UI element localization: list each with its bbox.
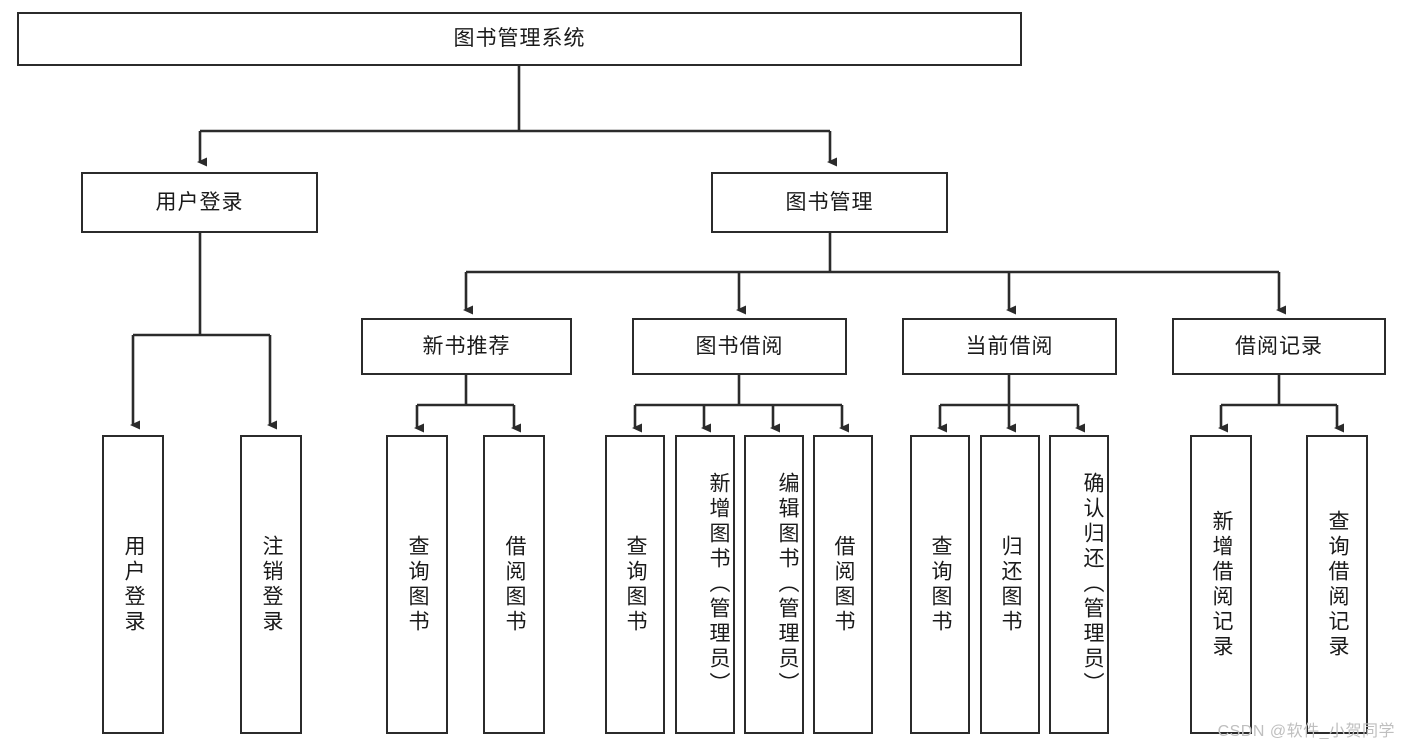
node-new-book-recommend-label: 新书推荐: [422, 334, 511, 358]
node-new-book-recommend[interactable]: 新书推荐: [361, 318, 572, 375]
node-leaf-return-book[interactable]: 归还图书: [980, 435, 1040, 734]
node-book-borrow[interactable]: 图书借阅: [632, 318, 847, 375]
node-leaf-query-book-3[interactable]: 查询图书: [910, 435, 970, 734]
node-leaf-query-book-2-label: 查询图书: [624, 534, 647, 635]
node-leaf-add-book[interactable]: 新增图书（管理员）: [675, 435, 735, 734]
node-leaf-edit-book-label: 编辑图书（管理员）: [776, 472, 799, 697]
node-leaf-confirm-return-label: 确认归还（管理员）: [1081, 472, 1104, 697]
node-leaf-user-login[interactable]: 用户登录: [102, 435, 164, 734]
node-leaf-query-record-label: 查询借阅记录: [1326, 509, 1349, 660]
node-leaf-confirm-return[interactable]: 确认归还（管理员）: [1049, 435, 1109, 734]
node-book-management[interactable]: 图书管理: [711, 172, 948, 233]
node-leaf-return-book-label: 归还图书: [999, 534, 1022, 635]
node-current-borrow[interactable]: 当前借阅: [902, 318, 1117, 375]
node-leaf-borrow-book-2[interactable]: 借阅图书: [813, 435, 873, 734]
node-current-borrow-label: 当前借阅: [965, 334, 1054, 358]
watermark: CSDN @软件_小贺同学: [1217, 723, 1395, 740]
node-leaf-borrow-book-2-label: 借阅图书: [832, 534, 855, 635]
node-book-management-label: 图书管理: [785, 190, 874, 214]
node-borrow-record-label: 借阅记录: [1235, 334, 1323, 358]
node-leaf-query-book-2[interactable]: 查询图书: [605, 435, 665, 734]
node-leaf-edit-book[interactable]: 编辑图书（管理员）: [744, 435, 804, 734]
node-leaf-add-book-label: 新增图书（管理员）: [707, 472, 730, 697]
node-root[interactable]: 图书管理系统: [17, 12, 1022, 66]
node-leaf-add-record[interactable]: 新增借阅记录: [1190, 435, 1252, 734]
node-leaf-logout-label: 注销登录: [260, 534, 283, 635]
node-leaf-query-book-1[interactable]: 查询图书: [386, 435, 448, 734]
node-leaf-borrow-book-1[interactable]: 借阅图书: [483, 435, 545, 734]
node-user-login[interactable]: 用户登录: [81, 172, 318, 233]
node-root-label: 图书管理系统: [453, 27, 586, 51]
node-leaf-user-login-label: 用户登录: [122, 534, 145, 635]
node-leaf-borrow-book-1-label: 借阅图书: [503, 534, 526, 635]
node-user-login-label: 用户登录: [155, 190, 244, 214]
node-borrow-record[interactable]: 借阅记录: [1172, 318, 1386, 375]
node-book-borrow-label: 图书借阅: [695, 334, 784, 358]
node-leaf-query-record[interactable]: 查询借阅记录: [1306, 435, 1368, 734]
node-leaf-add-record-label: 新增借阅记录: [1210, 509, 1233, 660]
node-leaf-logout[interactable]: 注销登录: [240, 435, 302, 734]
node-leaf-query-book-3-label: 查询图书: [929, 534, 952, 635]
node-leaf-query-book-1-label: 查询图书: [406, 534, 429, 635]
